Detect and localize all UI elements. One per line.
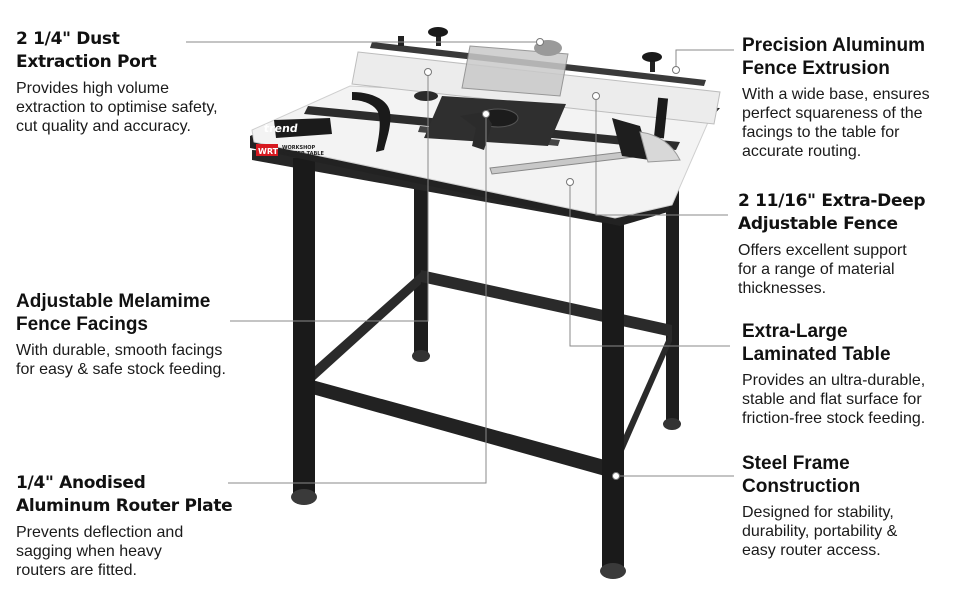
callout-description: With a wide base, ensures perfect square…: [742, 86, 930, 160]
dot-precision: [672, 66, 680, 74]
dot-dust: [536, 38, 544, 46]
lower-stretcher-front: [305, 378, 612, 478]
wrt-badge: [256, 144, 278, 156]
fence-knob-small: [398, 36, 404, 46]
callout-description: With durable, smooth facings for easy & …: [16, 342, 226, 378]
fence-knob-left-stem: [436, 32, 441, 46]
fence-knob-left: [428, 27, 448, 37]
callout-description: Offers excellent support for a range of …: [738, 242, 907, 297]
leader-melamine: [230, 72, 429, 322]
lower-stretcher-back: [421, 270, 672, 337]
callout-laminated-table: Extra-Large Laminated Table Provides an …: [742, 320, 970, 428]
brand-logo-plate: [274, 118, 332, 138]
back-right-foot: [663, 418, 681, 430]
fence-knob-right-stem: [650, 56, 655, 72]
callout-steel-frame: Steel Frame Construction Designed for st…: [742, 452, 970, 560]
front-right-foot: [600, 563, 626, 579]
callout-fence-extrusion: Precision Aluminum Fence Extrusion With …: [742, 34, 970, 161]
lower-stretcher-right: [612, 327, 672, 478]
callout-description: Provides high volume extraction to optim…: [16, 80, 218, 135]
back-left-foot: [412, 350, 430, 362]
callout-title: 1/4" Anodised Aluminum Router Plate: [16, 473, 233, 516]
dot-plate: [482, 110, 490, 118]
callout-description: Provides an ultra-durable, stable and fl…: [742, 372, 926, 427]
callout-title: Precision Aluminum Fence Extrusion: [742, 35, 925, 79]
mitre-protractor: [639, 131, 681, 163]
callout-melamine-facings: Adjustable Melamime Fence Facings With d…: [16, 290, 276, 379]
front-left-foot: [291, 489, 317, 505]
callout-description: Designed for stability, durability, port…: [742, 504, 898, 559]
callout-deep-fence: 2 11/16" Extra-Deep Adjustable Fence Off…: [738, 190, 966, 298]
callout-title: 2 1/4" Dust Extraction Port: [16, 29, 157, 72]
callout-title: 2 11/16" Extra-Deep Adjustable Fence: [738, 191, 926, 234]
back-left-leg: [414, 170, 428, 355]
back-right-leg: [666, 180, 679, 420]
leader-deep: [595, 96, 728, 216]
leader-lines: [186, 41, 734, 484]
wrt-badge-text: WORKSHOP ROUTER TABLE: [282, 145, 324, 157]
leader-dots: [424, 38, 680, 480]
lower-stretcher-left: [305, 272, 421, 389]
table-hole: [414, 91, 438, 101]
callout-dust-extraction: 2 1/4" Dust Extraction Port Provides hig…: [16, 28, 276, 136]
brand-logo: trend: [263, 122, 299, 135]
featherboard-arm: [352, 92, 391, 152]
callout-description: Prevents deflection and sagging when hea…: [16, 524, 184, 579]
callout-title: Steel Frame Construction: [742, 453, 861, 497]
hold-down-clamp: [460, 112, 492, 150]
dot-steel: [612, 472, 620, 480]
callout-title: Extra-Large Laminated Table: [742, 321, 891, 365]
wrt-badge-label: WRT: [258, 147, 279, 156]
front-left-leg: [293, 158, 315, 493]
mitre-handle: [653, 97, 669, 139]
mitre-gauge-head: [612, 118, 650, 160]
leader-table: [569, 182, 730, 347]
leader-precision: [675, 49, 734, 70]
dot-deep: [592, 92, 600, 100]
dot-table: [566, 178, 574, 186]
callout-title: Adjustable Melamime Fence Facings: [16, 291, 211, 335]
front-right-leg: [602, 222, 624, 567]
fence-knob-right: [642, 52, 662, 62]
dot-melamine: [424, 68, 432, 76]
callout-router-plate: 1/4" Anodised Aluminum Router Plate Prev…: [16, 472, 276, 580]
leader-plate: [228, 114, 487, 484]
